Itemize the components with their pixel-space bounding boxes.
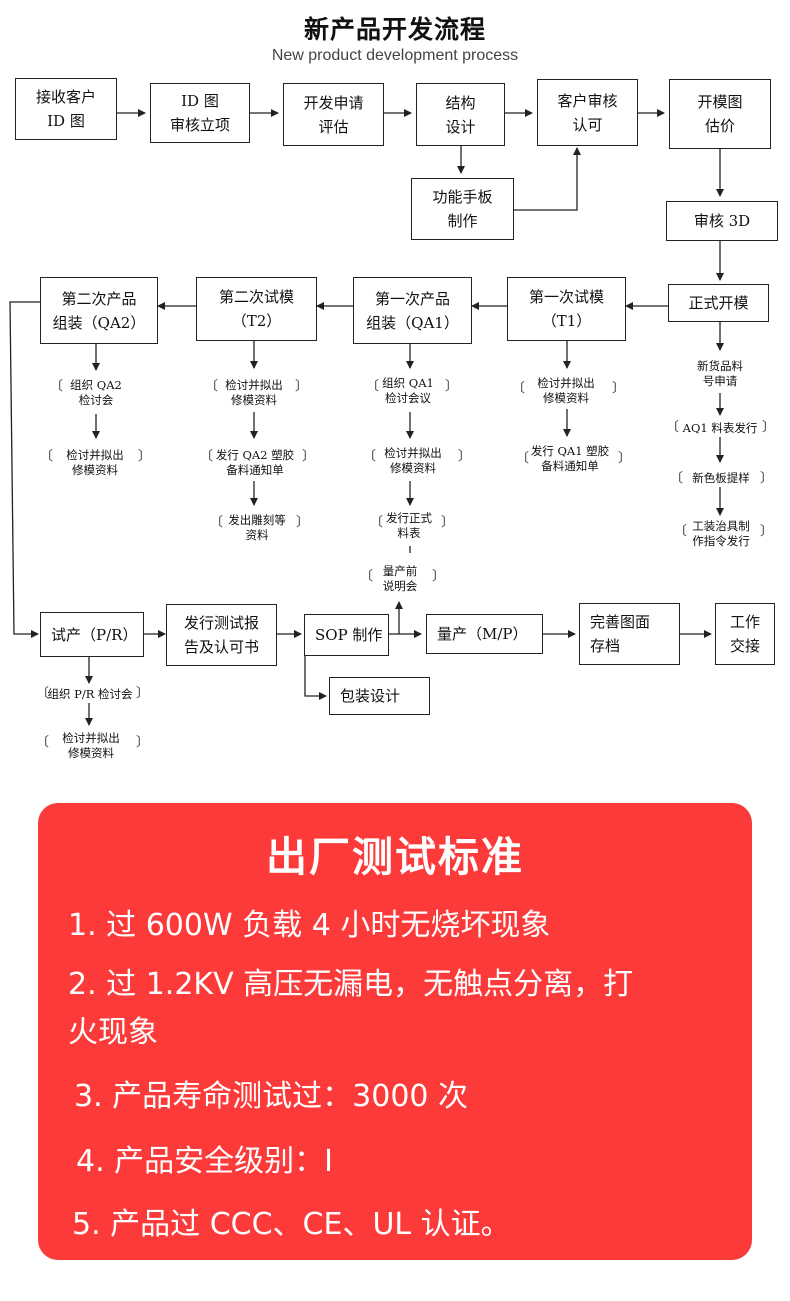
flow-box-mass-production: 量产（M/P） <box>426 614 543 654</box>
bracket-right: 〕 <box>302 449 316 464</box>
flow-box-test-report: 发行测试报 告及认可书 <box>166 604 277 666</box>
flow-box-t1: 第一次试模 （T1） <box>507 277 626 341</box>
bracket-right: 〕 <box>612 381 626 396</box>
note-engraving: 发出雕刻等 资料 <box>228 513 286 542</box>
bracket-left: 〔 <box>50 379 64 394</box>
flow-box-mold-quote: 开模图 估价 <box>669 79 771 149</box>
bracket-right: 〕 <box>760 471 774 486</box>
note-formal-bom: 发行正式 料表 <box>386 511 432 540</box>
flow-box-qa1: 第一次产品 组装（QA1） <box>353 277 472 344</box>
bracket-left: 〔 <box>205 379 219 394</box>
flow-box-packaging: 包装设计 <box>329 677 430 715</box>
test-standards-title: 出厂测试标准 <box>266 833 524 881</box>
bracket-left: 〔 <box>36 686 50 701</box>
bracket-right: 〕 <box>295 379 309 394</box>
note-qa1-material: 发行 QA1 塑胶 备料通知单 <box>530 444 610 473</box>
standard-item: 2. 过 1.2KV 高压无漏电，无触点分离，打 <box>68 967 634 1002</box>
bracket-right: 〕 <box>762 420 776 435</box>
flow-box-t2: 第二次试模 （T2） <box>196 277 317 341</box>
bracket-left: 〔 <box>512 381 526 396</box>
bracket-right: 〕 <box>296 515 310 530</box>
flow-box-prototype: 功能手板 制作 <box>411 178 514 240</box>
note-qa1-repair: 检讨并拟出 修模资料 <box>384 446 442 475</box>
bracket-right: 〕 <box>136 686 150 701</box>
bracket-left: 〔 <box>36 735 50 750</box>
bracket-right: 〕 <box>458 449 472 464</box>
bracket-right: 〕 <box>138 449 152 464</box>
bracket-left: 〔 <box>516 451 530 466</box>
flow-box-structure: 结构 设计 <box>416 83 505 146</box>
note-qa2-material: 发行 QA2 塑胶 备料通知单 <box>215 448 295 477</box>
note-qa1-review: 组织 QA1 检讨会议 <box>382 376 434 405</box>
page-title: 新产品开发流程 <box>303 15 486 44</box>
bracket-right: 〕 <box>445 379 459 394</box>
standard-item: 4. 产品安全级别：I <box>76 1144 334 1179</box>
note-t2-repair: 检讨并拟出 修模资料 <box>225 378 283 407</box>
flow-box-qa2: 第二次产品 组装（QA2） <box>40 277 158 344</box>
bracket-left: 〔 <box>40 449 54 464</box>
flow-box-customer-approve: 客户审核 认可 <box>537 79 638 146</box>
note-pr-review: 组织 P/R 检讨会 <box>47 687 133 701</box>
test-standards-card <box>38 803 752 1260</box>
arrow <box>9 301 40 638</box>
arrow <box>514 147 581 211</box>
bracket-left: 〔 <box>360 569 374 584</box>
note-color-sample: 新色板提样 <box>692 471 750 485</box>
note-preproduction-meeting: 量产前 说明会 <box>382 564 418 593</box>
standard-item: 3. 产品寿命测试过：3000 次 <box>74 1079 469 1114</box>
flow-box-formal-mold: 正式开模 <box>668 284 769 322</box>
bracket-right: 〕 <box>441 515 455 530</box>
flow-box-review-3d: 审核 3D <box>666 201 778 241</box>
flow-box-archive: 完善图面 存档 <box>579 603 680 665</box>
flow-box-id-review: ID 图 审核立项 <box>150 83 250 143</box>
note-t1-repair: 检讨并拟出 修模资料 <box>537 376 595 405</box>
standard-item: 5. 产品过 CCC、CE、UL 认证。 <box>72 1207 511 1242</box>
standard-item: 火现象 <box>68 1015 158 1050</box>
bracket-left: 〔 <box>363 449 377 464</box>
note-qa2-repair: 检讨并拟出 修模资料 <box>66 448 124 477</box>
flow-box-sop: SOP 制作 <box>304 614 389 656</box>
bracket-left: 〔 <box>200 449 214 464</box>
bracket-left: 〔 <box>670 471 684 486</box>
bracket-right: 〕 <box>618 451 632 466</box>
arrow <box>304 656 327 700</box>
bracket-left: 〔 <box>370 515 384 530</box>
note-fixture-order: 工装治具制 作指令发行 <box>692 519 750 548</box>
flow-box-trial-production: 试产（P/R） <box>40 612 144 657</box>
note-pr-repair: 检讨并拟出 修模资料 <box>62 731 120 760</box>
bracket-left: 〔 <box>674 524 688 539</box>
note-new-part-number: 新货品料 号申请 <box>697 359 743 388</box>
bracket-left: 〔 <box>210 515 224 530</box>
bracket-left: 〔 <box>366 379 380 394</box>
flow-box-dev-apply: 开发申请 评估 <box>283 83 384 146</box>
flowchart-connectors <box>9 109 724 726</box>
bracket-right: 〕 <box>432 569 446 584</box>
flow-box-handover: 工作 交接 <box>715 603 775 665</box>
bracket-right: 〕 <box>136 735 150 750</box>
note-aq1-bom: AQ1 料表发行 <box>682 421 758 435</box>
note-qa2-review: 组织 QA2 检讨会 <box>70 378 122 407</box>
standard-item: 1. 过 600W 负载 4 小时无烧坏现象 <box>68 908 551 943</box>
page-subtitle: New product development process <box>271 47 519 64</box>
bracket-left: 〔 <box>666 420 680 435</box>
flow-box-receive-id: 接收客户 ID 图 <box>15 78 117 140</box>
bracket-right: 〕 <box>760 524 774 539</box>
